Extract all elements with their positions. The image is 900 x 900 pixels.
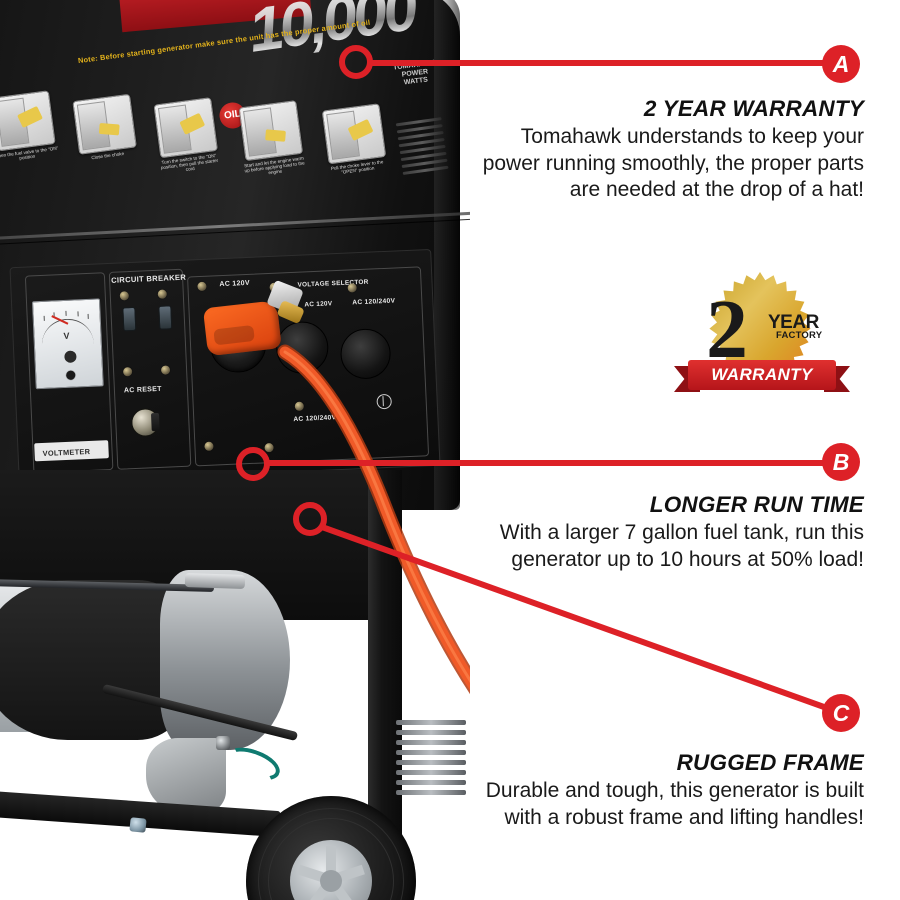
wheel-hub [290, 840, 372, 900]
decal-picto-3 [153, 97, 219, 159]
seal-number: 2 [706, 283, 748, 376]
generator-lower-assembly [0, 470, 470, 900]
decal-picto-1 [0, 90, 56, 152]
callout-badge-b[interactable]: B [822, 443, 860, 481]
outlet-label-ac120: AC 120V [219, 279, 251, 289]
warranty-ribbon: WARRANTY [674, 358, 850, 392]
callout-text-b: LONGER RUN TIME With a larger 7 gallon f… [464, 492, 864, 573]
decal-picto-2 [72, 93, 137, 155]
voltmeter-gauge: V [31, 298, 104, 390]
tie-rod-end [184, 572, 246, 590]
decal-picto-4 [238, 100, 304, 162]
callout-badge-c[interactable]: C [822, 694, 860, 732]
starburst-icon [709, 272, 811, 386]
callout-text-a: 2 YEAR WARRANTY Tomahawk understands to … [464, 96, 864, 204]
callout-c-heading: RUGGED FRAME [676, 750, 864, 775]
alternator-cooling-fins [396, 720, 466, 810]
callout-b-body: With a larger 7 gallon fuel tank, run th… [499, 521, 864, 571]
decal-picto-5 [321, 103, 387, 165]
breaker-toggle-2[interactable] [158, 305, 173, 330]
orange-plug-cover [202, 300, 282, 357]
generator-product-photo: 10,000 TOMAHAWK POWER WATTS Note: Before… [0, 0, 470, 900]
mount-bolt [216, 736, 230, 750]
control-panel: V VOLTMETER CIRCUIT BREAKER AC RESET AC … [9, 248, 441, 485]
ribbon-text: WARRANTY [711, 365, 813, 384]
seal-factory-label: FACTORY [776, 330, 823, 341]
ground-wire-green [221, 741, 285, 787]
alternator-mount-bracket [146, 738, 226, 814]
seal-year-label: YEAR [768, 312, 819, 333]
frame-bolt [129, 817, 147, 833]
breaker-toggle-1[interactable] [122, 306, 137, 332]
voltmeter-unit-label: V [63, 330, 70, 342]
muffler [0, 580, 190, 740]
callout-text-c: RUGGED FRAME Durable and tough, this gen… [464, 750, 864, 831]
callout-b-heading: LONGER RUN TIME [649, 492, 864, 517]
callout-c-body: Durable and tough, this generator is bui… [485, 779, 864, 829]
warranty-seal-badge: 2 YEAR FACTORY WARRANTY [672, 272, 852, 412]
callout-a-heading: 2 YEAR WARRANTY [643, 96, 864, 121]
callout-badge-a[interactable]: A [822, 45, 860, 83]
voltage-selector-value: AC 120V [304, 300, 333, 309]
alternator-housing [160, 570, 466, 795]
callout-a-body: Tomahawk understands to keep your power … [482, 125, 864, 201]
body-vent-louvers [395, 117, 450, 187]
